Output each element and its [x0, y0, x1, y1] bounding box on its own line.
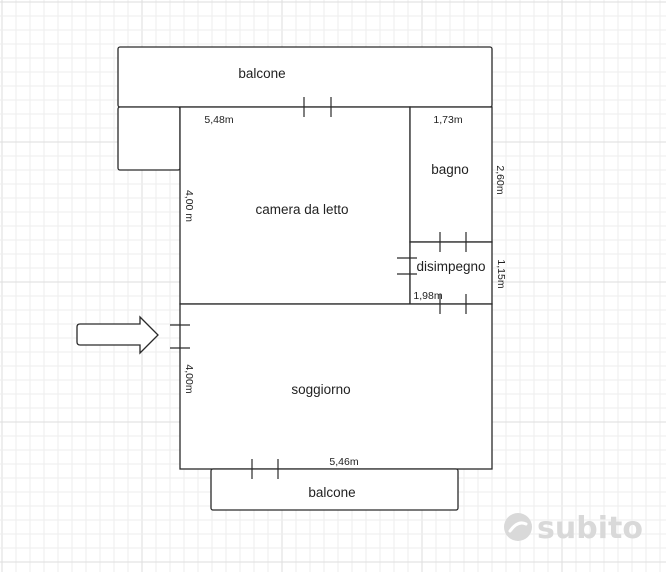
room-label-camera: camera da letto: [255, 202, 348, 217]
opening-marks: [170, 97, 467, 479]
dim-soggiorno-height: 4,00m: [183, 364, 195, 393]
closet-top-left: [117, 106, 181, 171]
dim-disimpegno-width: 1,98m: [413, 290, 442, 302]
dim-bagno-width: 1,73m: [433, 114, 462, 126]
watermark-text: subito: [537, 511, 643, 546]
bathroom: [409, 106, 493, 243]
living-room: [179, 303, 493, 470]
balcony-bottom: [210, 468, 459, 511]
dim-camera-width: 5,48m: [204, 114, 233, 126]
room-label-balcone-top: balcone: [238, 66, 285, 81]
dim-soggiorno-width: 5,46m: [329, 456, 358, 468]
dim-bagno-height: 2,60m: [494, 165, 506, 194]
hallway: [409, 241, 493, 305]
subito-logo-icon: [504, 513, 532, 541]
room-label-soggiorno: soggiorno: [291, 382, 350, 397]
balcony-top: [117, 46, 493, 108]
room-label-balcone-bottom: balcone: [308, 485, 355, 500]
subito-watermark: subito: [504, 511, 643, 546]
room-label-disimpegno: disimpegno: [416, 259, 485, 274]
dim-camera-height: 4,00 m: [183, 190, 195, 222]
bedroom: [179, 106, 411, 305]
room-label-bagno: bagno: [431, 162, 469, 177]
entrance-arrow-icon: [76, 315, 159, 355]
dim-disimpegno-height: 1,15m: [495, 259, 507, 288]
